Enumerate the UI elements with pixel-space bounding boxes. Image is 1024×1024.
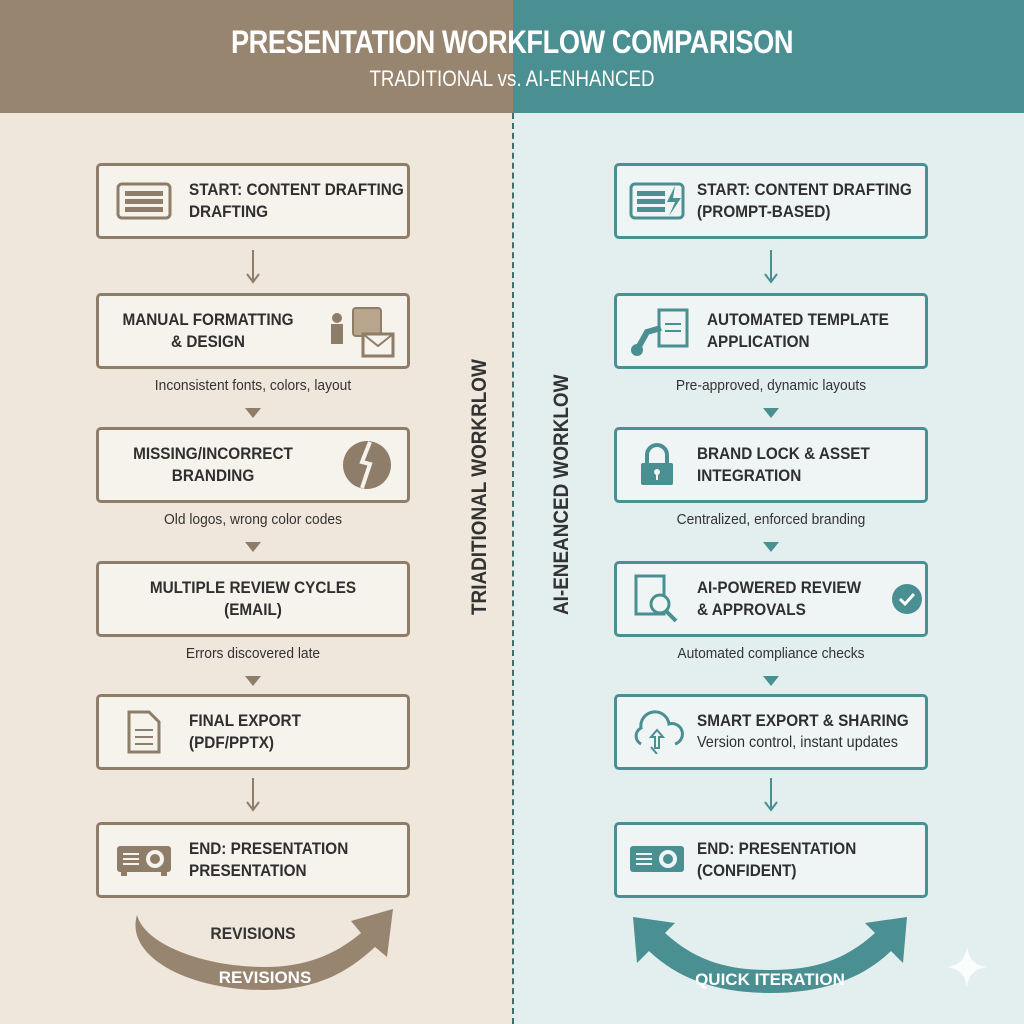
header-left-band: [0, 0, 513, 113]
caption: Inconsistent fonts, colors, layout: [154, 377, 352, 394]
arrow-down: [246, 778, 260, 812]
keyboard-lightning-icon: [617, 182, 697, 220]
page-subtitle: TRADITIONAL vs. AI-ENHANCED: [369, 66, 655, 91]
step-manual-formatting: MANUAL FORMATTING& DESIGN: [96, 293, 410, 369]
caption: Errors discovered late: [185, 645, 321, 662]
arrow-down: [764, 250, 778, 284]
arrow-down: [764, 778, 778, 812]
arrow-down: [763, 676, 779, 686]
traditional-workflow-label: TRIADITIONAL WORKRLOW: [468, 359, 491, 615]
page-title: PRESENTATION WORKFLOW COMPARISON: [230, 24, 794, 60]
broken-logo-icon: [327, 440, 407, 490]
checkmark-icon: [879, 583, 935, 615]
header-right-band: [513, 0, 1024, 113]
projector-icon: [99, 842, 189, 878]
arrow-down: [245, 676, 261, 686]
document-icon: [99, 710, 189, 754]
sparkle-icon: [946, 946, 988, 988]
ai-workflow-label: AI-ENEANCED WORKLOW: [550, 374, 573, 615]
designer-icon: [317, 304, 407, 358]
projector-icon: [617, 842, 697, 878]
arrow-down: [763, 542, 779, 552]
step-start-drafting-prompt: START: CONTENT DRAFTING(PROMPT-BASED): [614, 163, 928, 239]
robot-arm-icon: [617, 304, 707, 358]
lock-icon: [617, 443, 697, 487]
caption: Pre-approved, dynamic layouts: [675, 377, 867, 394]
magnifier-document-icon: [617, 574, 697, 624]
step-ai-review: AI-POWERED REVIEW& APPROVALS: [614, 561, 928, 637]
caption: Automated compliance checks: [677, 645, 865, 662]
quick-iteration-loop-arrow: QUICK ITERATION: [633, 917, 907, 993]
loop-label: REVISIONS: [219, 968, 312, 987]
keyboard-icon: [99, 182, 189, 220]
revisions-label: REVISIONS: [210, 924, 296, 943]
step-final-export: FINAL EXPORT(PDF/PPTX): [96, 694, 410, 770]
panel-divider: [512, 113, 514, 1024]
step-review-cycles: MULTIPLE REVIEW CYCLES(EMAIL): [96, 561, 410, 637]
cloud-sync-icon: [617, 710, 697, 754]
caption: Centralized, enforced branding: [676, 511, 866, 528]
caption: Old logos, wrong color codes: [164, 511, 342, 528]
revisions-loop-arrow: REVISIONS: [135, 909, 394, 990]
loop-label: QUICK ITERATION: [695, 970, 845, 989]
arrow-down: [246, 250, 260, 284]
arrow-down: [245, 542, 261, 552]
arrow-down: [763, 408, 779, 418]
step-end-confident: END: PRESENTATION(CONFIDENT): [614, 822, 928, 898]
arrow-down: [245, 408, 261, 418]
